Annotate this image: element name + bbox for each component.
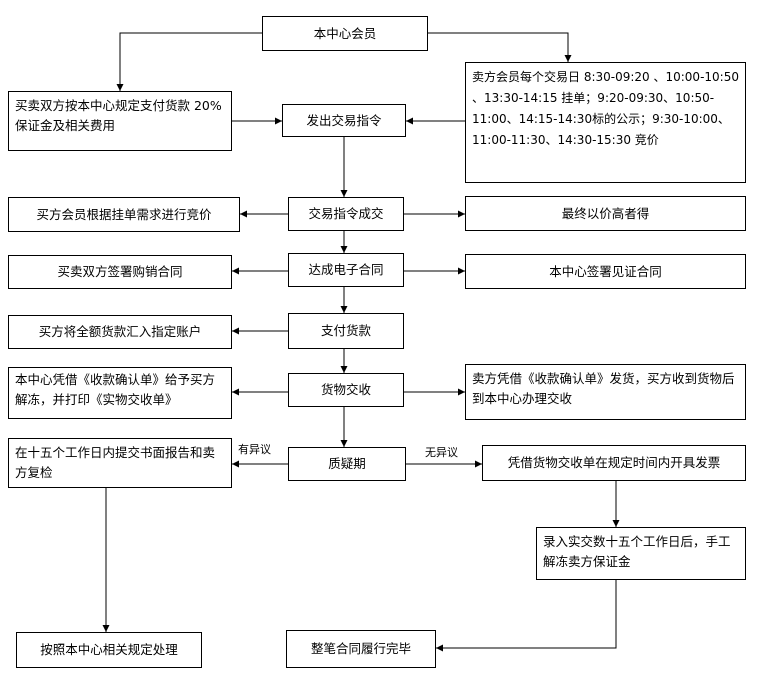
remit-payment-node: 买方将全额货款汇入指定账户 [8,315,232,349]
seller-ship-node: 卖方凭借《收款确认单》发货，买方收到货物后到本中心办理交收 [465,364,746,420]
no-objection-label: 无异议 [425,446,458,459]
written-report-node: 在十五个工作日内提交书面报告和卖方复检 [8,438,232,488]
e-contract-node: 达成电子合同 [288,253,404,287]
delivery-node: 货物交收 [288,373,404,407]
quality-objection-node: 质疑期 [288,447,406,481]
buyers-sellers-deposit-node: 买卖双方按本中心规定支付货款 20%保证金及相关费用 [8,91,232,151]
arrow-member-to-deposit [116,32,262,91]
instruction-done-node: 交易指令成交 [288,197,404,231]
handle-rules-node: 按照本中心相关规定处理 [16,632,202,668]
pay-node: 支付货款 [288,313,404,349]
highest-wins-node: 最终以价高者得 [465,196,746,231]
member-center-node: 本中心会员 [262,16,428,51]
seller-schedule-node: 卖方会员每个交易日 8:30-09:20 、10:00-10:50 、13:30… [465,62,746,183]
sign-purchase-node: 买卖双方签署购销合同 [8,255,232,289]
arrow-member-to-seller [428,32,572,62]
has-objection-label: 有异议 [238,443,271,456]
center-unfreeze-node: 本中心凭借《收款确认单》给予买方解冻，并打印《实物交收单》 [8,367,232,419]
unfreeze-deposit-node: 录入实交数十五个工作日后，手工解冻卖方保证金 [536,527,746,580]
witness-contract-node: 本中心签署见证合同 [465,254,746,289]
buyer-bid-node: 买方会员根据挂单需求进行竞价 [8,197,240,232]
arrow-unfreeze-deposit-to-complete [436,580,617,652]
invoice-node: 凭借货物交收单在规定时间内开具发票 [482,445,746,481]
contract-complete-node: 整笔合同履行完毕 [286,630,436,668]
issue-instruction-node: 发出交易指令 [282,104,406,137]
